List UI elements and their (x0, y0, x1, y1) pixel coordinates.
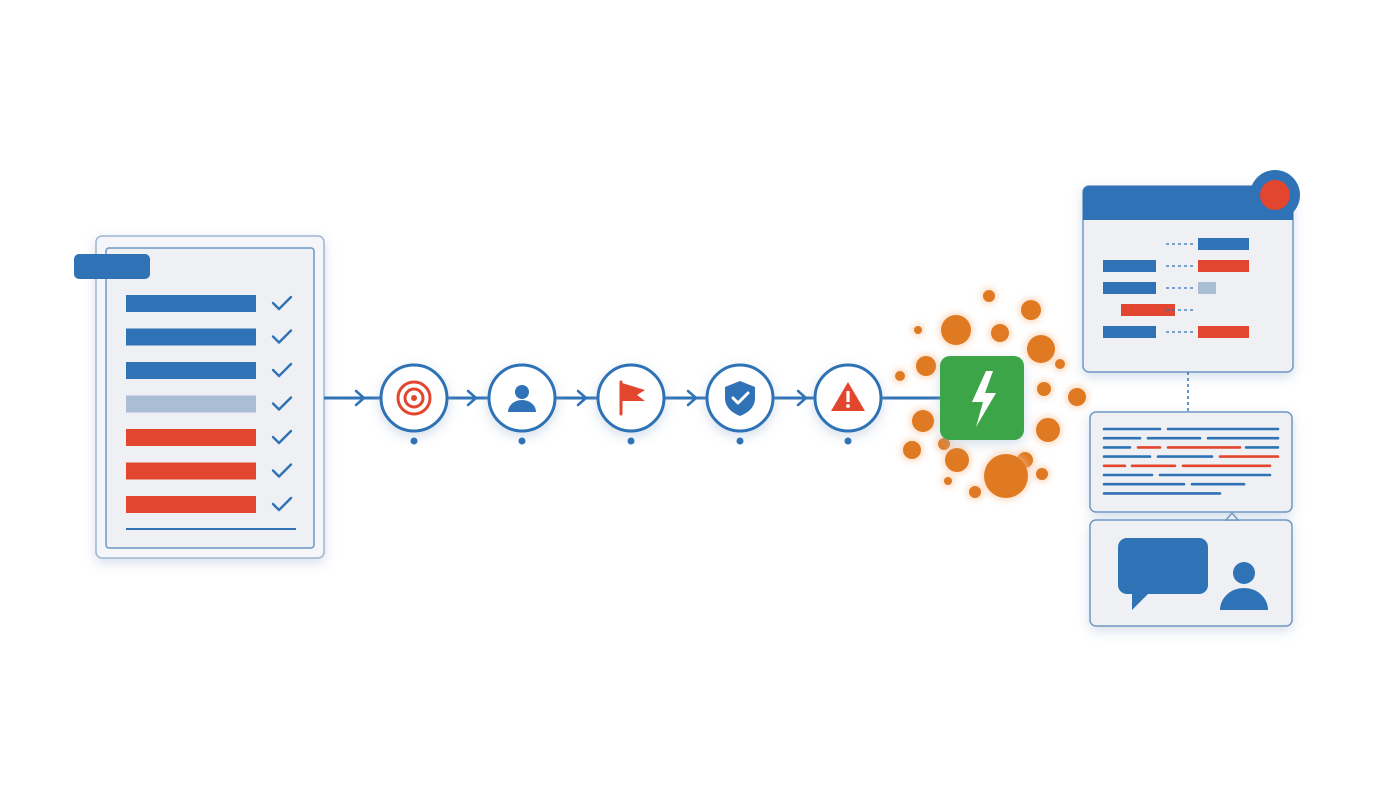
chat-panel-pointer (1224, 511, 1240, 521)
orange-particle (983, 290, 995, 302)
trigger-button[interactable] (940, 356, 1024, 440)
mapping-source-field (1103, 282, 1156, 294)
pipeline-step[interactable] (487, 363, 557, 445)
checklist-document (74, 235, 325, 559)
orange-particle (1036, 468, 1048, 480)
orange-particle (945, 448, 969, 472)
notification-dot-icon[interactable] (1260, 180, 1290, 210)
checkmark-icon[interactable] (271, 496, 293, 512)
target-icon (396, 380, 432, 416)
orange-particle (1068, 388, 1086, 406)
checklist-row-bar (126, 462, 256, 480)
checkmark-icon[interactable] (271, 329, 293, 344)
chevron-right-icon (354, 389, 366, 407)
mapping-window-titlebar (1083, 186, 1293, 220)
orange-particle (991, 324, 1009, 342)
chat-panel (1089, 511, 1293, 627)
pipeline-step[interactable] (705, 363, 775, 445)
orange-particle (903, 441, 921, 459)
orange-particle (1021, 300, 1041, 320)
orange-particle (895, 371, 905, 381)
mapping-target-field (1198, 260, 1249, 272)
checklist-row-bar (126, 496, 256, 513)
checklist-row-bar (126, 362, 256, 379)
step-indicator-dot (518, 437, 526, 445)
chevron-right-icon (686, 389, 698, 407)
checkmark-icon[interactable] (271, 295, 293, 311)
orange-particle (1036, 418, 1060, 442)
shield-check-icon (725, 381, 755, 416)
orange-particle (944, 477, 952, 485)
step-indicator-dot (736, 437, 744, 445)
orange-particle (1027, 335, 1055, 363)
orange-particle (984, 454, 1028, 498)
mapping-rows (1103, 238, 1249, 338)
orange-particle (1055, 359, 1065, 369)
checkmark-icon[interactable] (271, 463, 293, 478)
orange-particle (912, 410, 934, 432)
orange-particle (914, 326, 922, 334)
mapping-source-field (1121, 304, 1175, 316)
mapping-source-field (1103, 326, 1156, 338)
lightning-icon (972, 371, 996, 427)
pipeline-step[interactable] (379, 363, 449, 445)
chevron-right-icon (466, 389, 478, 407)
mapping-target-field (1198, 326, 1249, 338)
orange-particle (969, 486, 981, 498)
orange-particle (1037, 382, 1051, 396)
checklist-row-bar (126, 429, 256, 446)
checkmark-icon[interactable] (271, 429, 293, 445)
pipeline-step[interactable] (813, 363, 883, 445)
pipeline-step[interactable] (596, 363, 666, 445)
mapping-source-field (1103, 260, 1156, 272)
user-icon (508, 385, 536, 412)
warning-icon (831, 382, 865, 411)
text-panel-lines (1102, 427, 1280, 495)
checklist-row-bar (126, 295, 256, 312)
step-indicator-dot (844, 437, 852, 445)
checklist-tab (74, 254, 150, 279)
mapping-window (1082, 170, 1300, 373)
text-panel-frame (1089, 411, 1293, 513)
text-panel (1089, 411, 1293, 513)
checkmark-icon[interactable] (271, 396, 293, 411)
pipeline-arrows (354, 389, 808, 407)
user-icon (1220, 562, 1268, 610)
chevron-right-icon (796, 389, 808, 407)
mapping-target-field (1198, 282, 1216, 294)
checklist-row-bar (126, 395, 256, 413)
step-indicator-dot (627, 437, 635, 445)
orange-particle (938, 438, 950, 450)
pipeline-steps (379, 363, 883, 445)
chat-bubble-icon[interactable] (1118, 538, 1208, 610)
checkmark-icon[interactable] (271, 362, 293, 378)
mapping-target-field (1198, 238, 1249, 250)
orange-particle-burst (892, 287, 1089, 501)
orange-particle (941, 315, 971, 345)
orange-particle (916, 356, 936, 376)
step-indicator-dot (410, 437, 418, 445)
chevron-right-icon (576, 389, 588, 407)
flag-icon (619, 380, 645, 416)
checklist-rows (126, 295, 293, 513)
checklist-row-bar (126, 328, 256, 346)
